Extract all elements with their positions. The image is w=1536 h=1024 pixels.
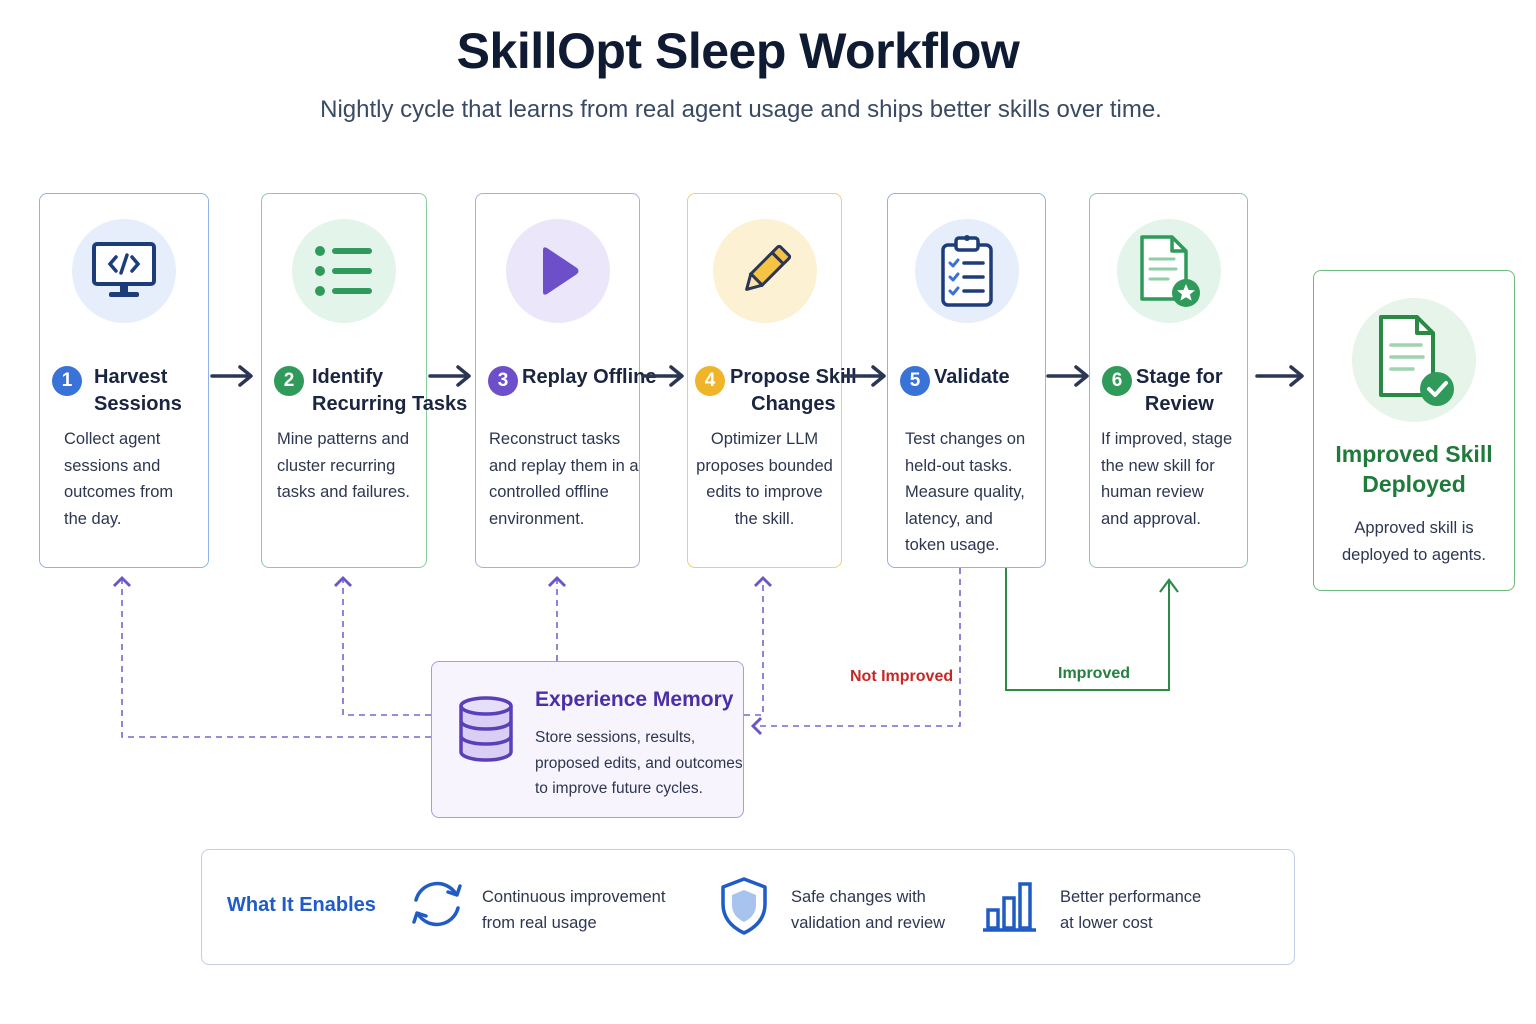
step-description: Collect agent sessions and outcomes from…	[64, 430, 174, 528]
step-title: Replay Offline	[522, 366, 657, 388]
step-icon-circle	[1116, 219, 1221, 323]
not-improved-label: Not Improved	[850, 668, 954, 685]
play-icon	[542, 247, 578, 295]
step-card-propose[interactable]: 4 Propose Skill Changes Optimizer LLM pr…	[687, 193, 857, 568]
memory-to-step4-line	[744, 575, 773, 716]
step-title: Stage for Review	[1136, 366, 1223, 415]
enables-title: What It Enables	[227, 894, 376, 916]
step-description: Test changes on held-out tasks. Measure …	[905, 430, 1026, 555]
final-description: Approved skill is deployed to agents.	[1341, 519, 1487, 564]
step-icon-circle	[292, 219, 396, 323]
step-title: Identify Recurring Tasks	[312, 366, 468, 415]
step-number-badge: 1	[52, 366, 82, 396]
arrow-right-icon	[843, 365, 886, 387]
enables-item-text: Better performance at lower cost	[1060, 888, 1202, 932]
cycle-arrows-icon	[412, 881, 462, 927]
bar-chart-icon	[983, 882, 1036, 932]
step-number-badge: 5	[900, 366, 930, 396]
step-card-identify[interactable]: 2 Identify Recurring Tasks Mine patterns…	[261, 193, 467, 568]
page-subtitle: Nightly cycle that learns from real agen…	[320, 96, 1162, 123]
step-icon-circle	[712, 219, 817, 323]
step-card-stage[interactable]: 6 Stage for Review If improved, stage th…	[1089, 193, 1248, 568]
memory-title: Experience Memory	[535, 688, 734, 711]
step-description: Reconstruct tasks and replay them in a c…	[489, 430, 639, 528]
pencil-icon	[744, 244, 791, 291]
improved-line	[1005, 568, 1170, 691]
step-description: Optimizer LLM proposes bounded edits to …	[696, 430, 833, 528]
experience-memory-card[interactable]: Experience Memory Store sessions, result…	[431, 661, 744, 818]
improved-label: Improved	[1058, 665, 1131, 682]
arrow-right-icon	[1046, 365, 1089, 387]
arrow-right-icon	[210, 365, 253, 387]
document-star-icon	[1139, 235, 1200, 307]
final-card-deployed[interactable]: Improved Skill Deployed Approved skill i…	[1313, 270, 1515, 591]
shield-icon	[721, 877, 767, 935]
enables-item-text: Safe changes with validation and review	[791, 888, 946, 932]
step-card-replay[interactable]: 3 Replay Offline Reconstruct tasks and r…	[475, 193, 656, 568]
memory-to-step1-line	[112, 575, 431, 738]
list-icon	[315, 246, 372, 296]
step-number-badge: 4	[695, 366, 725, 396]
what-it-enables-panel: What It Enables Continuous improvement f…	[201, 849, 1295, 965]
step-title: Validate	[934, 366, 1010, 388]
final-title: Improved Skill Deployed	[1335, 441, 1493, 497]
step-number-badge: 2	[274, 366, 304, 396]
page-title: SkillOpt Sleep Workflow	[456, 23, 1020, 79]
arrow-right-icon	[428, 365, 471, 387]
memory-description: Store sessions, results, proposed edits,…	[535, 729, 743, 797]
step-description: If improved, stage the new skill for hum…	[1101, 430, 1233, 528]
step-number-badge: 3	[488, 366, 518, 396]
step-title: Propose Skill Changes	[730, 366, 857, 415]
step-title: Harvest Sessions	[94, 366, 182, 415]
step-description: Mine patterns and cluster recurring task…	[277, 430, 410, 502]
not-improved-line	[750, 568, 961, 736]
step-number-badge: 6	[1102, 366, 1132, 396]
step-card-validate[interactable]: 5 Validate Test changes on held-out task…	[887, 193, 1046, 568]
clipboard-check-icon	[940, 235, 993, 307]
arrow-right-icon	[1255, 365, 1304, 387]
memory-to-step2-line	[333, 575, 431, 716]
document-check-icon	[1379, 315, 1454, 406]
step-icon-circle	[72, 219, 176, 323]
final-icon-circle	[1352, 298, 1476, 422]
database-icon	[459, 696, 513, 762]
enables-item-text: Continuous improvement from real usage	[482, 888, 666, 932]
step-icon-circle	[505, 219, 610, 323]
arrow-right-icon	[641, 365, 684, 387]
step-icon-circle	[914, 219, 1019, 323]
step-card-harvest[interactable]: 1 Harvest Sessions Collect agent session…	[39, 193, 209, 568]
monitor-code-icon	[92, 242, 156, 297]
